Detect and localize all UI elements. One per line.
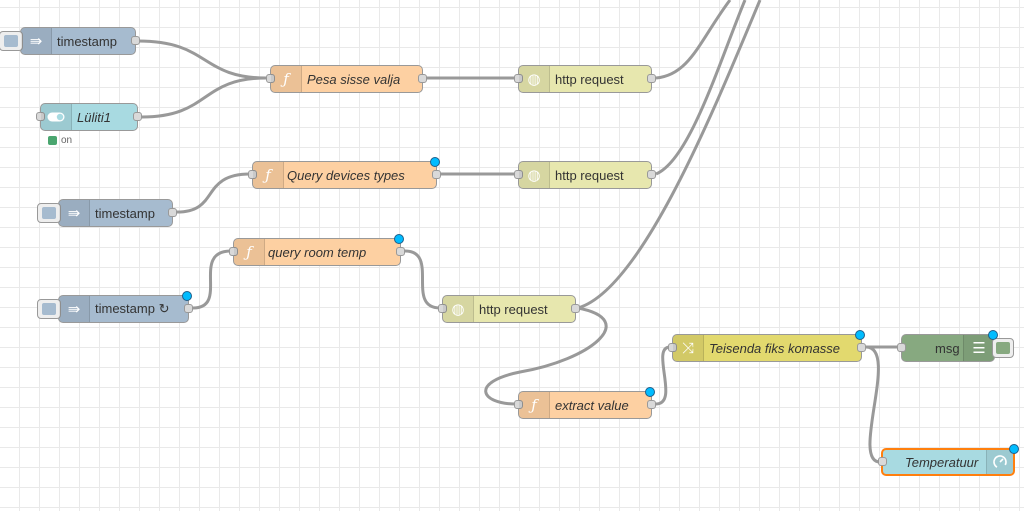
function-node-query-room-temp[interactable]: ƒ query room temp	[229, 234, 405, 266]
globe-icon: ◍	[519, 162, 550, 188]
output-port[interactable]	[168, 208, 177, 217]
shuffle-icon: ⤨	[673, 335, 704, 361]
node-label: timestamp	[95, 205, 155, 221]
function-icon: ƒ	[519, 392, 550, 418]
node-label: Pesa sisse valja	[307, 71, 401, 87]
wire-http2-offscreen[interactable]	[655, 0, 747, 176]
node-label: http request	[555, 167, 624, 183]
inject-node-timestamp[interactable]: ⇛ timestamp	[0, 27, 140, 55]
debug-list-icon: ☰	[963, 335, 994, 361]
wire-query-room-to-http3[interactable]	[404, 249, 441, 310]
output-port[interactable]	[432, 170, 441, 179]
http-request-node[interactable]: ◍ http request	[514, 161, 656, 189]
function-icon: ƒ	[271, 66, 302, 92]
wire-luliti-to-pesa[interactable]	[141, 76, 267, 119]
node-label: Query devices types	[287, 167, 405, 183]
status-indicator	[48, 136, 57, 145]
globe-icon: ◍	[519, 66, 550, 92]
input-port[interactable]	[668, 343, 677, 352]
output-port[interactable]	[647, 400, 656, 409]
output-port[interactable]	[571, 304, 580, 313]
output-port[interactable]	[184, 304, 193, 313]
http-request-node[interactable]: ◍ http request	[514, 65, 656, 93]
function-icon: ƒ	[253, 162, 284, 188]
changed-indicator	[855, 330, 865, 340]
input-port[interactable]	[514, 400, 523, 409]
node-label: extract value	[555, 397, 629, 413]
wire-timestamp3-to-query-room[interactable]	[192, 249, 232, 310]
http-request-node[interactable]: ◍ http request	[438, 295, 580, 323]
changed-indicator	[394, 234, 404, 244]
input-port[interactable]	[229, 247, 238, 256]
debug-toggle-button[interactable]	[992, 338, 1014, 358]
inject-node-timestamp[interactable]: ⇛ timestamp	[37, 199, 177, 227]
wire-http1-offscreen[interactable]	[655, 0, 732, 80]
output-port[interactable]	[857, 343, 866, 352]
inject-button[interactable]	[37, 203, 61, 223]
node-label: http request	[555, 71, 624, 87]
node-status: on	[48, 135, 72, 146]
wire-timestamp2-to-query-devices[interactable]	[176, 172, 251, 214]
input-port[interactable]	[514, 74, 523, 83]
node-label: Teisenda fiks komasse	[709, 340, 841, 356]
input-port[interactable]	[897, 343, 906, 352]
output-port[interactable]	[396, 247, 405, 256]
node-label: Lüliti1	[77, 109, 111, 125]
node-label: Temperatuur	[905, 454, 979, 470]
changed-indicator	[430, 157, 440, 167]
wire-offscreen-to-extract[interactable]	[484, 306, 608, 406]
wire-teisenda-to-temperatuur[interactable]	[865, 345, 881, 464]
input-port[interactable]	[878, 457, 887, 466]
gauge-icon	[986, 450, 1013, 474]
globe-icon: ◍	[443, 296, 474, 322]
function-node-pesa-sisse-valja[interactable]: ƒ Pesa sisse valja	[266, 65, 427, 93]
output-port[interactable]	[131, 36, 140, 45]
wire-timestamp1-to-pesa[interactable]	[137, 39, 267, 80]
change-node-teisenda-fiks-komasse[interactable]: ⤨ Teisenda fiks komasse	[668, 330, 866, 362]
output-port[interactable]	[647, 170, 656, 179]
changed-indicator	[988, 330, 998, 340]
node-label: http request	[479, 301, 548, 317]
debug-node-msg[interactable]: msg ☰	[897, 330, 1014, 362]
wire-http3-offscreen[interactable]	[577, 0, 762, 310]
arrow-in-icon: ⇛	[59, 296, 90, 322]
node-label: query room temp	[268, 244, 367, 260]
changed-indicator	[182, 291, 192, 301]
wire-extract-to-teisenda[interactable]	[655, 345, 671, 406]
toggle-icon	[41, 104, 72, 130]
status-text: on	[61, 135, 73, 146]
arrow-in-icon: ⇛	[59, 200, 90, 226]
input-port[interactable]	[36, 112, 45, 121]
inject-button[interactable]	[0, 31, 23, 51]
input-port[interactable]	[248, 170, 257, 179]
function-node-query-devices-types[interactable]: ƒ Query devices types	[248, 157, 441, 189]
input-port[interactable]	[438, 304, 447, 313]
output-port[interactable]	[133, 112, 142, 121]
input-port[interactable]	[266, 74, 275, 83]
arrow-in-icon: ⇛	[21, 28, 52, 54]
function-icon: ƒ	[234, 239, 265, 265]
changed-indicator	[1009, 444, 1019, 454]
inject-button[interactable]	[37, 299, 61, 319]
switch-node-luliti1[interactable]: Lüliti1	[36, 103, 142, 131]
node-label: timestamp ↻	[95, 301, 170, 316]
output-port[interactable]	[647, 74, 656, 83]
function-node-extract-value[interactable]: ƒ extract value	[514, 387, 656, 419]
node-label: msg	[935, 340, 960, 356]
output-port[interactable]	[418, 74, 427, 83]
gauge-node-temperatuur[interactable]: Temperatuur	[878, 444, 1019, 476]
node-label: timestamp	[57, 33, 117, 49]
input-port[interactable]	[514, 170, 523, 179]
changed-indicator	[645, 387, 655, 397]
inject-node-timestamp-repeat[interactable]: ⇛ timestamp ↻	[37, 291, 193, 323]
